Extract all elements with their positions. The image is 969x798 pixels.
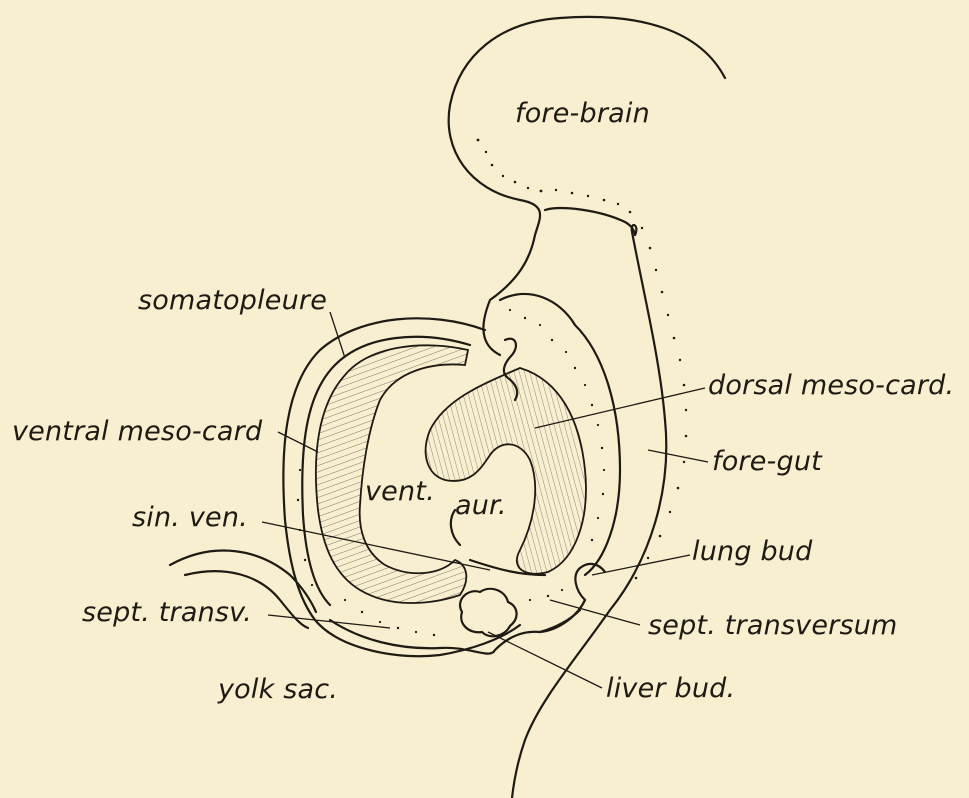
label-aur: aur.: [455, 492, 507, 519]
label-fore-brain: fore-brain: [515, 100, 650, 127]
septum-transversum-lower: [330, 600, 585, 654]
label-ventral-meso-card: ventral meso-card: [12, 418, 262, 445]
label-yolk-sac: yolk sac.: [218, 676, 338, 703]
label-sept-transv: sept. transv.: [82, 599, 252, 626]
leader-sept-transv: [268, 615, 390, 628]
leader-fore-gut: [648, 450, 708, 462]
leader-sept-transversum: [550, 600, 640, 625]
leader-liver-bud: [488, 632, 602, 688]
label-somatopleure: somatopleure: [138, 287, 327, 314]
liver-bud-outline: [460, 589, 517, 636]
gut-lower-line: [540, 610, 580, 632]
neck-outline: [545, 208, 635, 235]
label-liver-bud: liver bud.: [606, 675, 735, 702]
label-sept-transversum: sept. transversum: [648, 612, 898, 639]
atrium-wall: [426, 368, 586, 574]
label-dorsal-meso-card: dorsal meso-card.: [708, 372, 954, 399]
label-lung-bud: lung bud: [692, 538, 812, 565]
label-vent: vent.: [365, 478, 435, 505]
label-fore-gut: fore-gut: [712, 448, 822, 475]
label-sin-ven: sin. ven.: [132, 504, 248, 531]
